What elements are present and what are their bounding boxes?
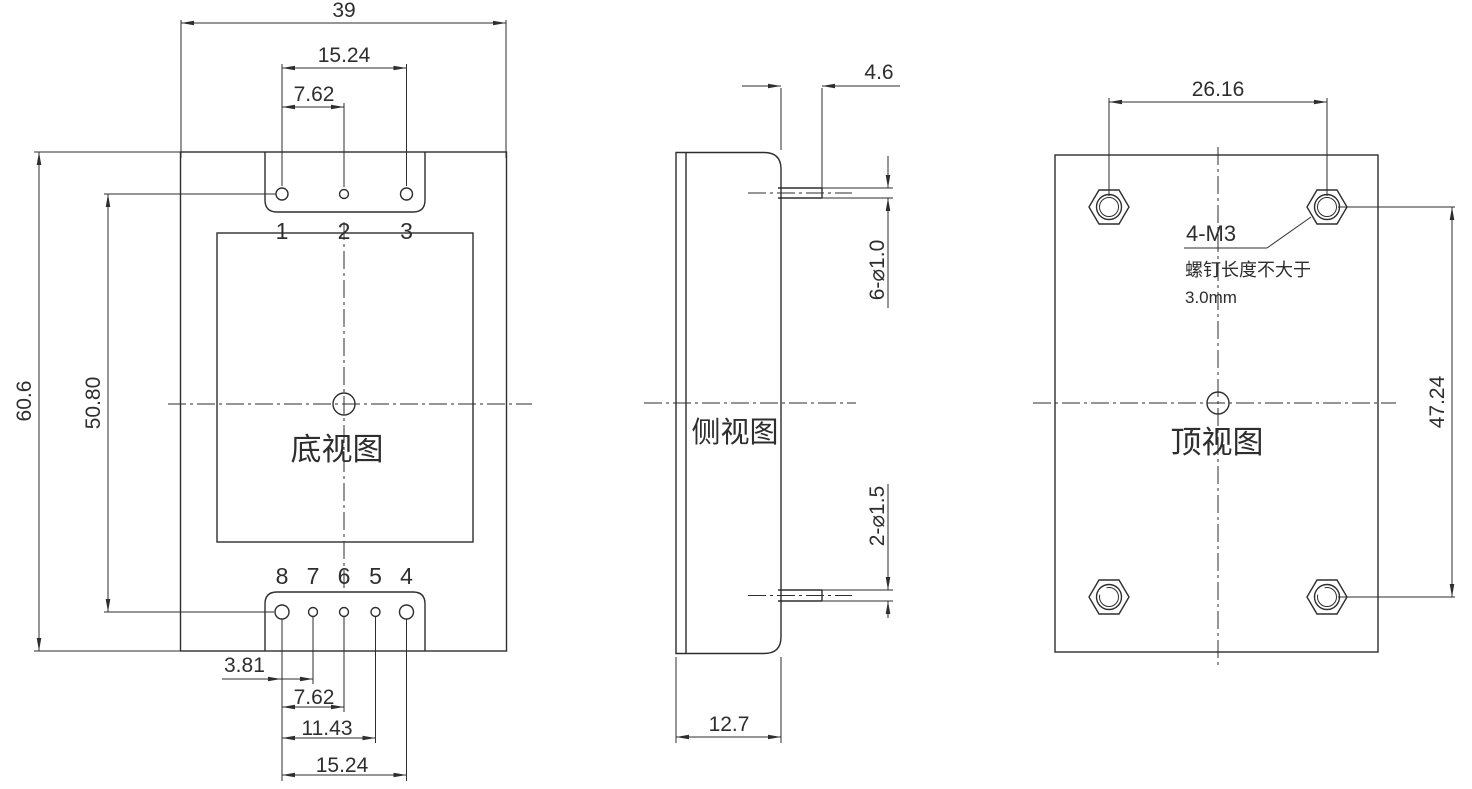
side-top-pin [748, 187, 893, 199]
dim-screw-spacing-y-text: 47.24 [1426, 375, 1449, 428]
dim-bottom-pitch-1: 3.81 [222, 654, 313, 682]
top-view-title: 顶视图 [1171, 425, 1264, 460]
dim-pin-protrusion-text: 4.6 [864, 61, 893, 84]
dim-bottom-pitch-2-text: 7.62 [294, 686, 335, 709]
bottom-view-title: 底视图 [291, 432, 384, 467]
bottom-view-inner-outline [216, 232, 474, 543]
screw-note-line2: 3.0mm [1185, 288, 1237, 307]
dim-bottom-pins-diameter: 2-⌀1.5 [866, 484, 891, 618]
dim-overall-height-text: 60.6 [13, 381, 36, 422]
dim-bottom-pitch-3-text: 11.43 [302, 717, 353, 740]
screw-note-label: 4-M3 [1186, 221, 1236, 246]
pin-hole-2 [338, 188, 350, 200]
top-view: 顶视图 26.16 47.24 4-M3 螺钉长度不大于 3.0mm [1033, 78, 1455, 668]
dim-pin-row-spacing-text: 50.80 [82, 377, 105, 430]
side-view-body-outline [675, 151, 782, 655]
dim-top-pins-diameter: 6-⌀1.0 [866, 156, 891, 308]
dim-top-pin-span-text: 15.24 [318, 44, 371, 67]
pin-hole-3 [399, 187, 414, 201]
pin-label-4: 4 [400, 563, 413, 589]
dim-top-pin-pitch: 7.62 [282, 83, 345, 187]
screw-note-leader-line [1266, 216, 1312, 249]
dim-screw-spacing-y: 47.24 [1338, 206, 1455, 598]
dim-body-thickness-text: 12.7 [709, 713, 750, 736]
dim-bottom-pitch-2: 7.62 [282, 686, 344, 710]
dim-overall-width-text: 39 [332, 0, 355, 22]
top-terminal-tab [264, 152, 426, 213]
dim-pin-protrusion: 4.6 [742, 61, 900, 190]
screw-note-line1: 螺钉长度不大于 [1185, 260, 1311, 280]
pin-label-3: 3 [400, 218, 413, 244]
dim-body-thickness: 12.7 [675, 657, 782, 743]
hex-nut-bottom-left [1088, 579, 1130, 615]
dim-top-pin-pitch-text: 7.62 [294, 83, 335, 106]
dim-top-pin-span: 15.24 [281, 44, 407, 186]
dim-top-pins-diameter-text: 6-⌀1.0 [866, 240, 889, 301]
side-view-title: 侧视图 [691, 416, 778, 449]
pin-hole-5 [370, 606, 381, 618]
top-view-center-hole [1206, 391, 1230, 415]
bottom-view: 1 2 3 8 7 6 5 4 底视图 39 15.24 [13, 0, 532, 781]
pin-label-7: 7 [307, 563, 320, 589]
pin-hole-7 [307, 606, 319, 618]
side-bottom-pin [748, 589, 893, 602]
dim-bottom-pitch-4: 15.24 [282, 754, 407, 778]
dim-bottom-pins-diameter-text: 2-⌀1.5 [866, 486, 889, 547]
bottom-pitch-extension-lines [281, 617, 407, 781]
pin-hole-8 [274, 604, 290, 620]
side-view: 侧视图 4.6 6-⌀1.0 2-⌀1.5 12.7 [644, 61, 900, 743]
pin-hole-4 [398, 604, 415, 620]
pin-label-1: 1 [276, 218, 289, 244]
dim-overall-height: 60.6 [13, 151, 217, 652]
dim-overall-width: 39 [180, 0, 507, 158]
dim-screw-spacing-x-text: 26.16 [1192, 78, 1245, 101]
dim-bottom-pitch-3: 11.43 [282, 717, 376, 741]
dim-pin-row-spacing: 50.80 [82, 193, 276, 613]
pin-hole-6 [338, 606, 350, 618]
screw-note: 4-M3 螺钉长度不大于 3.0mm [1184, 216, 1312, 307]
dim-bottom-pitch-4-text: 15.24 [316, 754, 369, 777]
dim-screw-spacing-x: 26.16 [1108, 78, 1328, 196]
pin-label-8: 8 [276, 563, 289, 589]
dim-bottom-pitch-1-text: 3.81 [224, 654, 265, 677]
pin-label-5: 5 [369, 563, 382, 589]
bottom-terminal-tab [264, 591, 426, 652]
pin-hole-1 [275, 187, 289, 201]
